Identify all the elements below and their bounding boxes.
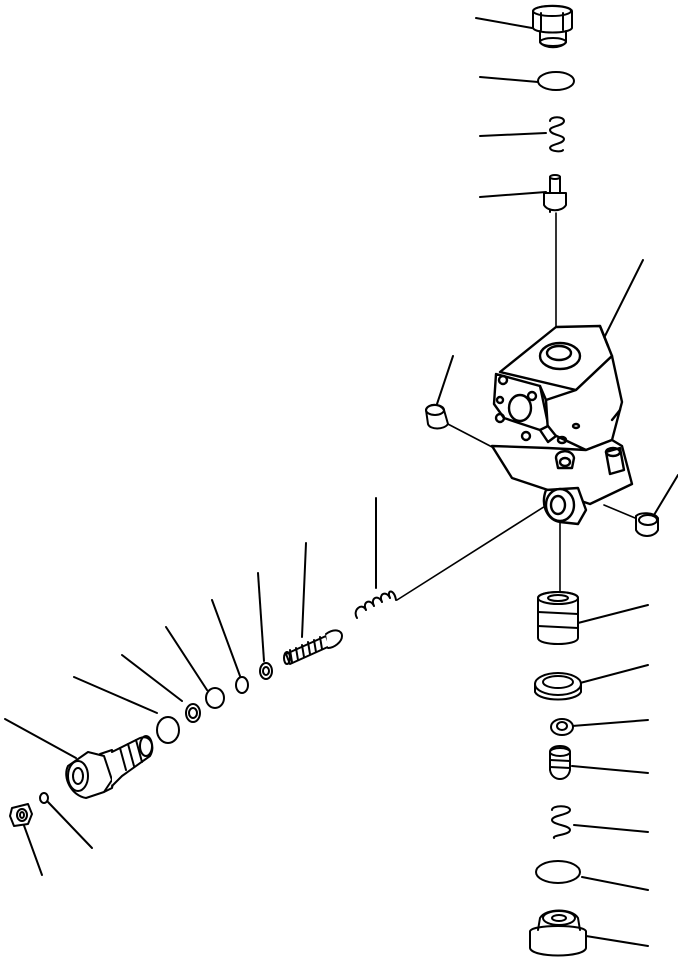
left-cap-plug — [426, 405, 448, 429]
small-plug — [10, 804, 32, 826]
o-ring-bottom — [536, 861, 580, 883]
adjuster-fitting — [66, 736, 152, 798]
o-ring-b — [206, 688, 224, 708]
plug-bottom — [530, 911, 586, 956]
valve-body — [492, 326, 632, 524]
poppet-top — [544, 175, 566, 212]
backup-ring — [186, 704, 200, 722]
leader-lines — [5, 18, 678, 946]
right-cap-plug — [636, 513, 658, 536]
spring-bottom — [552, 806, 570, 838]
assembly-centerlines — [397, 213, 640, 600]
o-ring-c — [157, 717, 179, 743]
small-o-ring — [40, 793, 48, 803]
spring-top — [550, 117, 564, 151]
washer-1 — [260, 663, 272, 679]
o-ring-a — [236, 677, 248, 693]
retainer-ring — [535, 673, 581, 700]
o-ring-top — [538, 72, 574, 90]
cylinder-piston — [538, 592, 578, 644]
threaded-spool — [284, 630, 342, 664]
spring-horizontal — [356, 592, 396, 619]
small-poppet — [550, 746, 570, 779]
plug-top — [533, 6, 572, 48]
small-nut — [551, 719, 573, 735]
